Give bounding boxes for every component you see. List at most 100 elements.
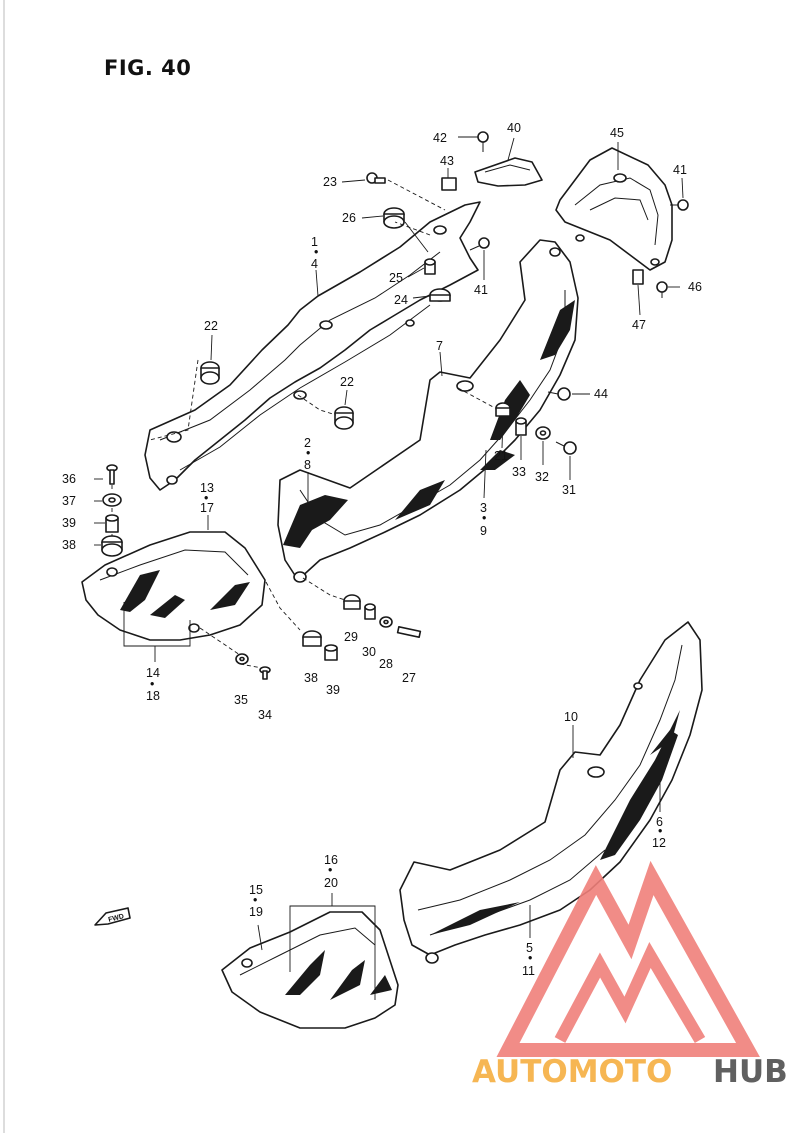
screw-34-icon: [259, 666, 271, 680]
part-cover-bracket: [474, 157, 543, 187]
callout-38b: 38: [304, 671, 318, 685]
callout-dot: •: [253, 893, 257, 907]
part-frame-rail: [144, 201, 481, 491]
callout-14: 14: [146, 666, 160, 680]
callout-42: 42: [433, 131, 447, 145]
callout-30: 30: [362, 645, 376, 659]
callout-dot: •: [482, 511, 486, 525]
callout-5: 5: [526, 941, 533, 955]
callout-41a: 41: [474, 283, 488, 297]
part-left-front-panel: [81, 531, 266, 641]
screw-46-icon: [656, 281, 668, 298]
callout-11: 11: [522, 964, 535, 978]
callout-37: 37: [62, 494, 76, 508]
collar-33-icon: [515, 417, 527, 436]
collar-25-icon: [424, 258, 436, 275]
callout-dot: •: [314, 245, 318, 259]
callout-16: 16: [324, 853, 338, 867]
watermark-text-hub: HUB: [713, 1054, 788, 1090]
callout-38a: 38: [62, 538, 76, 552]
washer-37-icon: [102, 493, 122, 507]
grommet-21-icon: [495, 402, 511, 417]
callout-numbers: 1 • 4 2 • 8 7 3 • 9 21 22 22 23 24 25 26…: [62, 121, 702, 978]
clip-43-icon: [441, 177, 457, 191]
washer-28-icon: [379, 616, 393, 628]
callout-1: 1: [311, 235, 318, 249]
callout-23: 23: [323, 175, 337, 189]
callout-21: 21: [494, 449, 508, 463]
callout-dot: •: [328, 863, 332, 877]
grommet-38b-icon: [302, 630, 322, 647]
leader-lines: [94, 136, 684, 1000]
screw-41b-icon: [469, 237, 490, 251]
callout-33: 33: [512, 465, 526, 479]
callout-4: 4: [311, 257, 318, 271]
clip-47-icon: [632, 269, 644, 285]
callout-dot: •: [204, 491, 208, 505]
callout-9: 9: [480, 524, 487, 538]
callout-39b: 39: [326, 683, 340, 697]
callout-dot: •: [150, 677, 154, 691]
bolt-27-icon: [396, 625, 422, 639]
callout-18: 18: [146, 689, 160, 703]
screw-44-icon: [547, 387, 571, 401]
callout-29: 29: [344, 630, 358, 644]
callout-22b: 22: [340, 375, 354, 389]
callout-15: 15: [249, 883, 263, 897]
callout-47: 47: [632, 318, 646, 332]
bolt-31-icon: [555, 441, 577, 455]
callout-dot: •: [306, 446, 310, 460]
callout-45: 45: [610, 126, 624, 140]
callout-3: 3: [480, 501, 487, 515]
part-lower-front-panel: [221, 911, 399, 1029]
screw-42-icon: [477, 131, 489, 152]
callout-41b: 41: [673, 163, 687, 177]
figure-title: FIG. 40: [104, 56, 192, 80]
part-grab-rail: [555, 147, 673, 271]
callout-34: 34: [258, 708, 272, 722]
fwd-label: FWD: [108, 913, 125, 924]
callout-32: 32: [535, 470, 549, 484]
callout-35: 35: [234, 693, 248, 707]
callout-13: 13: [200, 481, 214, 495]
callout-6: 6: [656, 815, 663, 829]
callout-12: 12: [652, 836, 666, 850]
callout-dot: •: [658, 824, 662, 838]
callout-dot: •: [528, 951, 532, 965]
callout-22a: 22: [204, 319, 218, 333]
part-lower-side-cover: [399, 621, 703, 964]
callout-20: 20: [324, 876, 338, 890]
bolt-23-icon: [366, 172, 386, 184]
callout-10: 10: [564, 710, 578, 724]
fwd-arrow-icon: FWD: [94, 907, 131, 926]
callout-8: 8: [304, 458, 311, 472]
watermark-triangle-icon: [496, 860, 760, 1057]
grommet-24-icon: [429, 288, 451, 302]
screw-41-icon: [670, 199, 689, 211]
grommet-22b-icon: [334, 406, 354, 430]
screw-36-icon: [106, 464, 118, 485]
callout-19: 19: [249, 905, 263, 919]
callout-46: 46: [688, 280, 702, 294]
grommet-38-icon: [101, 535, 123, 557]
collar-39b-icon: [324, 644, 338, 661]
watermark-logo: AUTOMOTO HUB: [472, 860, 788, 1090]
callout-26: 26: [342, 211, 356, 225]
callout-24: 24: [394, 293, 408, 307]
watermark-text-automoto: AUTOMOTO: [472, 1054, 672, 1090]
callout-2: 2: [304, 436, 311, 450]
grommet-22-icon: [200, 361, 220, 385]
callout-40: 40: [507, 121, 521, 135]
washer-32-icon: [535, 426, 551, 440]
callout-39a: 39: [62, 516, 76, 530]
callout-7: 7: [436, 339, 443, 353]
callout-43: 43: [440, 154, 454, 168]
collar-30-icon: [364, 603, 376, 620]
callout-31: 31: [562, 483, 576, 497]
callout-25: 25: [389, 271, 403, 285]
part-upper-side-cover: [277, 239, 579, 583]
callout-27: 27: [402, 671, 416, 685]
callout-17: 17: [200, 501, 214, 515]
callout-36: 36: [62, 472, 76, 486]
